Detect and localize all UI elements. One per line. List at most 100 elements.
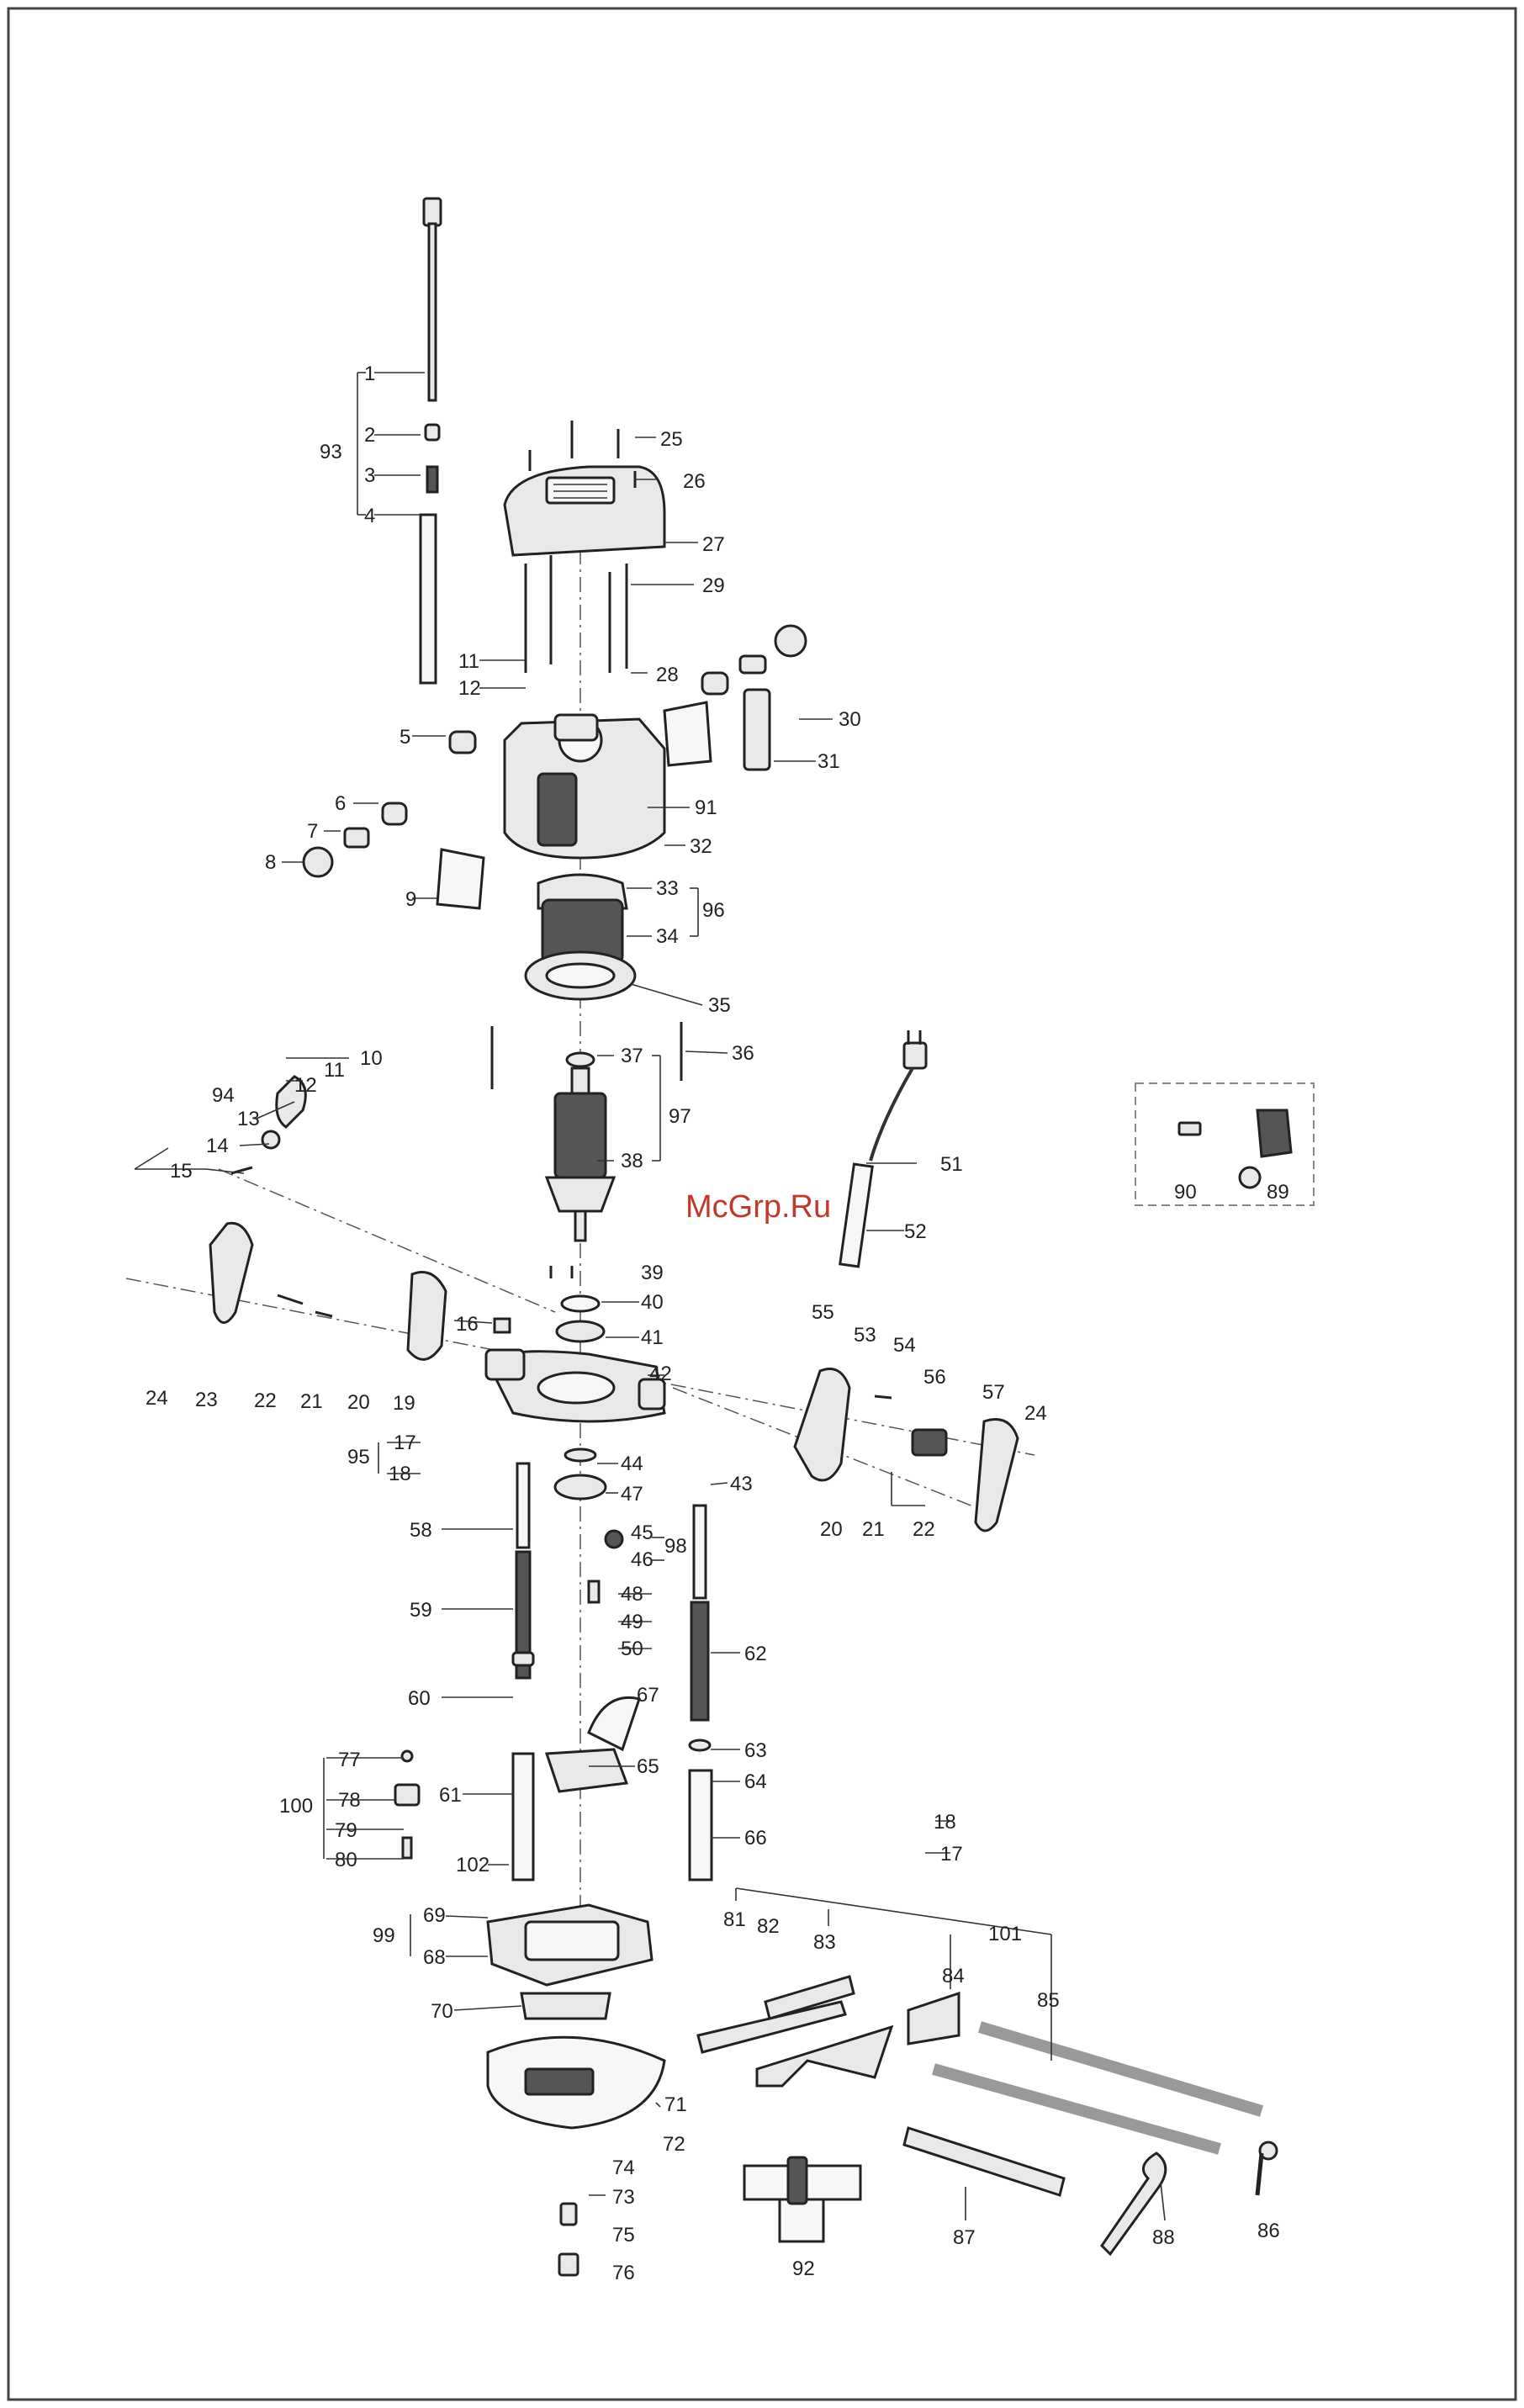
callout-39: 39: [641, 1262, 664, 1284]
callout-64: 64: [744, 1770, 767, 1793]
callout-87: 87: [953, 2226, 976, 2249]
callout-94: 94: [212, 1084, 235, 1107]
power-cord: [839, 1030, 928, 1268]
callout-68: 68: [423, 1946, 446, 1969]
callout-97: 97: [669, 1105, 691, 1128]
parallel-guide-assembly: [696, 1975, 1278, 2197]
callout-9: 9: [405, 888, 416, 911]
motor-flange-ring: [490, 950, 683, 1089]
callout-36: 36: [732, 1042, 754, 1065]
callout-20-b: 20: [820, 1518, 843, 1541]
callout-90: 90: [1174, 1181, 1197, 1204]
motor-top-cover: [503, 421, 666, 557]
callout-99: 99: [373, 1924, 395, 1947]
callout-17-b: 17: [940, 1843, 963, 1866]
callout-63: 63: [744, 1739, 767, 1762]
callout-46: 46: [631, 1548, 654, 1571]
callout-4: 4: [364, 505, 375, 527]
callout-60: 60: [408, 1687, 431, 1710]
callout-45: 45: [631, 1522, 654, 1544]
callout-28: 28: [656, 664, 679, 686]
callout-26: 26: [683, 470, 706, 493]
callout-83: 83: [813, 1931, 836, 1954]
callout-10: 10: [360, 1047, 383, 1070]
callout-89: 89: [1267, 1181, 1289, 1204]
callout-61: 61: [439, 1784, 462, 1807]
callout-50: 50: [621, 1638, 643, 1660]
callout-86: 86: [1257, 2220, 1280, 2242]
right-handle-assembly: [793, 1368, 1019, 1532]
callout-21-a: 21: [300, 1390, 323, 1413]
left-handle-assembly: [209, 1075, 511, 1361]
leader-lines: [134, 372, 1166, 2221]
callout-2: 2: [364, 424, 375, 447]
callout-92: 92: [792, 2257, 815, 2280]
callout-11-a: 11: [458, 650, 479, 673]
brush-spare-box: [1135, 1082, 1315, 1206]
callout-75: 75: [612, 2224, 635, 2247]
callout-38: 38: [621, 1150, 643, 1172]
callout-35: 35: [708, 994, 731, 1017]
callout-20-a: 20: [347, 1391, 370, 1414]
router-base: [486, 1903, 666, 2277]
sheet-border: [7, 7, 1517, 2401]
callout-23: 23: [195, 1389, 218, 1411]
callout-14: 14: [206, 1135, 229, 1157]
lower-bearing-set: [549, 1266, 606, 1343]
callout-30: 30: [839, 708, 861, 731]
fine-adjust-knob: [394, 1749, 421, 1860]
callout-71: 71: [664, 2093, 687, 2116]
callout-98: 98: [664, 1535, 687, 1558]
callout-29: 29: [702, 574, 725, 597]
callout-12-b: 12: [294, 1074, 317, 1097]
motor-housing: [302, 701, 712, 910]
callout-95: 95: [347, 1446, 370, 1469]
callout-62: 62: [744, 1643, 767, 1665]
callout-77: 77: [338, 1749, 361, 1771]
callout-12-a: 12: [458, 677, 481, 700]
spanner-and-adapter: [743, 2151, 1167, 2257]
callout-65: 65: [637, 1755, 659, 1778]
callout-55: 55: [812, 1301, 834, 1324]
armature-rotor: [544, 1051, 616, 1242]
callout-76: 76: [612, 2262, 635, 2284]
callout-17-a: 17: [394, 1432, 416, 1454]
callout-67: 67: [637, 1684, 659, 1707]
callout-59: 59: [410, 1599, 432, 1622]
callout-27: 27: [702, 533, 725, 556]
callout-100: 100: [279, 1795, 313, 1818]
callout-19: 19: [393, 1392, 415, 1415]
callout-34: 34: [656, 925, 679, 948]
callout-15: 15: [170, 1160, 193, 1183]
callout-18-b: 18: [934, 1811, 956, 1834]
callout-7: 7: [307, 820, 318, 843]
callout-37: 37: [621, 1045, 643, 1067]
callout-74: 74: [612, 2157, 635, 2179]
callout-72: 72: [663, 2133, 685, 2156]
callout-47: 47: [621, 1483, 643, 1506]
callout-84: 84: [942, 1965, 965, 1987]
callout-43: 43: [730, 1473, 753, 1495]
callout-51: 51: [940, 1153, 963, 1176]
callout-96: 96: [702, 899, 725, 922]
callout-22-b: 22: [913, 1518, 935, 1541]
callout-33: 33: [656, 877, 679, 900]
lower-motor-flange: [484, 1348, 666, 1423]
callout-1: 1: [364, 363, 375, 385]
callout-49: 49: [621, 1611, 643, 1633]
callout-85: 85: [1037, 1989, 1060, 2012]
callout-6: 6: [335, 792, 346, 815]
callout-40: 40: [641, 1291, 664, 1314]
callout-56: 56: [923, 1366, 946, 1389]
callout-3: 3: [364, 464, 375, 487]
callout-24-b: 24: [1024, 1402, 1047, 1425]
callout-24-a: 24: [146, 1387, 168, 1410]
callout-5: 5: [400, 726, 410, 749]
depth-stop-rod-assembly: [419, 197, 442, 685]
plunge-columns: [511, 1462, 713, 1881]
callout-32: 32: [690, 835, 712, 858]
callout-16: 16: [456, 1313, 479, 1336]
watermark-text: McGrp.Ru: [685, 1189, 831, 1225]
